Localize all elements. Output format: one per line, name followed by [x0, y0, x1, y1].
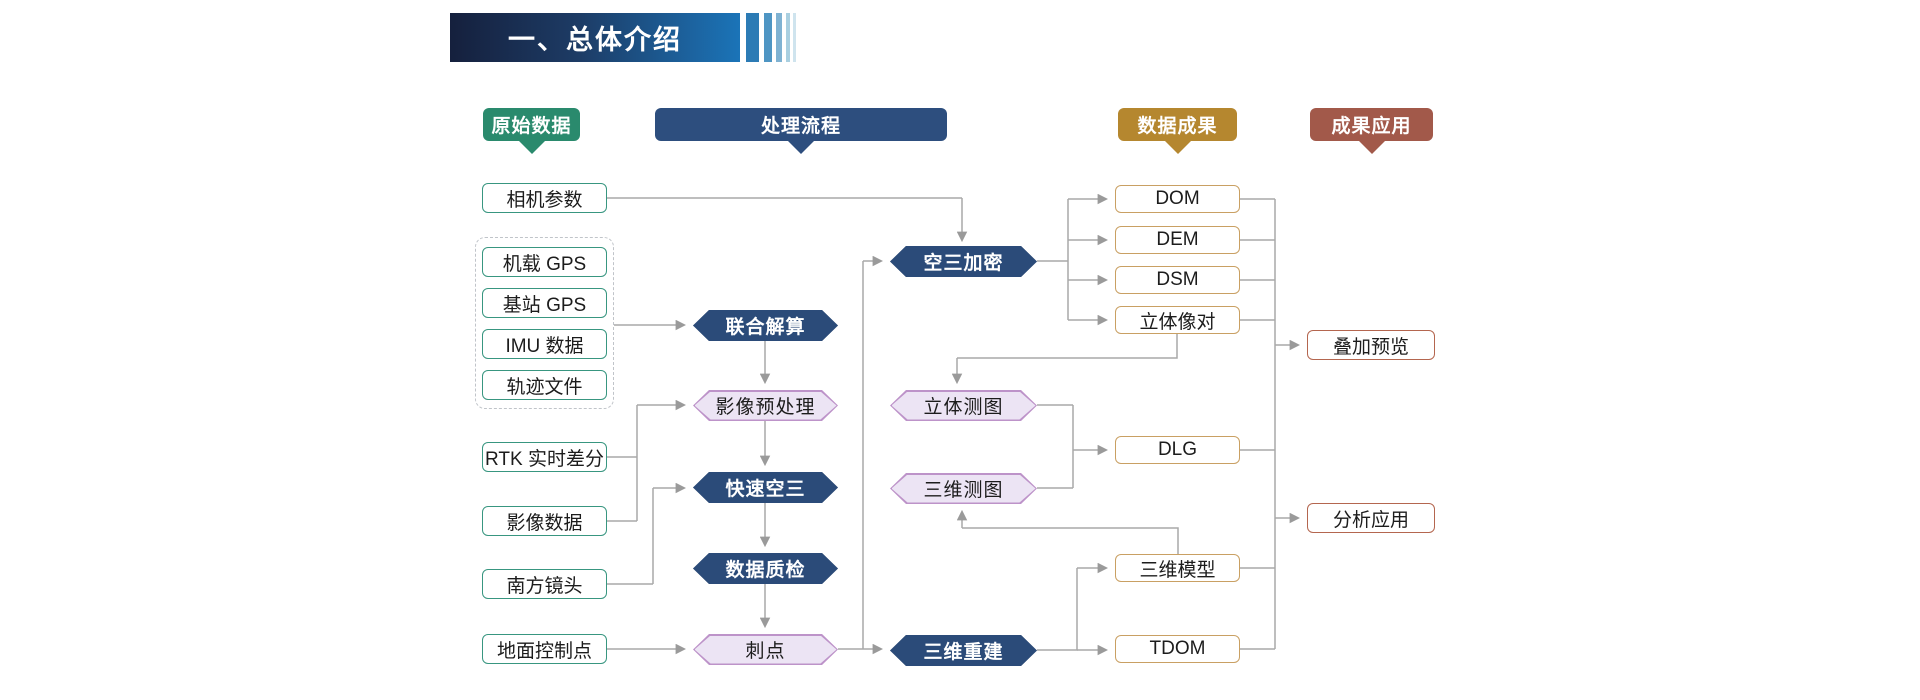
hex-label: 刺点	[695, 636, 837, 664]
node-data-qc: 数据质检	[693, 553, 838, 584]
column-header-label: 原始数据	[491, 116, 572, 137]
node-gcp: 地面控制点	[482, 634, 607, 664]
gps-group-box	[475, 237, 614, 409]
node-overlay-preview: 叠加预览	[1307, 330, 1435, 360]
node-south-lens: 南方镜头	[482, 569, 607, 599]
hex-label: 三维重建	[890, 635, 1037, 666]
node-reconstruction-3d: 三维重建	[890, 635, 1037, 666]
hex-label: 数据质检	[693, 553, 838, 584]
node-at-densification: 空三加密	[890, 246, 1037, 277]
column-header-label: 成果应用	[1331, 116, 1412, 137]
hex-label: 立体测图	[892, 392, 1036, 420]
section-title: 一、总体介绍	[508, 25, 682, 55]
node-stereo-pair: 立体像对	[1115, 306, 1240, 334]
node-mapping-3d: 三维测图	[890, 473, 1037, 504]
node-fast-at: 快速空三	[693, 472, 838, 503]
node-rtk: RTK 实时差分	[482, 442, 607, 472]
node-airborne-gps: 机载 GPS	[482, 247, 607, 277]
hex-label: 快速空三	[693, 472, 838, 503]
column-header-results: 数据成果	[1118, 108, 1237, 141]
banner-stripe	[746, 13, 759, 62]
hex-label: 空三加密	[890, 246, 1037, 277]
banner-stripe	[793, 13, 796, 62]
banner-stripe	[786, 13, 790, 62]
node-camera-params: 相机参数	[482, 183, 607, 213]
node-stereo-mapping: 立体测图	[890, 390, 1037, 421]
node-tdom: TDOM	[1115, 635, 1240, 663]
section-title-banner: 一、总体介绍	[450, 13, 740, 62]
node-dlg: DLG	[1115, 436, 1240, 464]
node-image-preprocess: 影像预处理	[693, 390, 838, 421]
node-image-data: 影像数据	[482, 506, 607, 536]
node-analysis-app: 分析应用	[1307, 503, 1435, 533]
column-header-process: 处理流程	[655, 108, 947, 141]
node-point-pricking: 刺点	[693, 634, 838, 665]
column-header-raw-data: 原始数据	[483, 108, 580, 141]
node-joint-solution: 联合解算	[693, 310, 838, 341]
node-base-gps: 基站 GPS	[482, 288, 607, 318]
banner-stripe	[764, 13, 772, 62]
column-header-applications: 成果应用	[1310, 108, 1433, 141]
banner-stripe	[776, 13, 782, 62]
node-dem: DEM	[1115, 226, 1240, 254]
column-header-label: 数据成果	[1137, 116, 1218, 137]
hex-label: 影像预处理	[695, 392, 837, 420]
node-dom: DOM	[1115, 185, 1240, 213]
hex-label: 三维测图	[892, 475, 1036, 503]
node-model-3d: 三维模型	[1115, 554, 1240, 582]
node-track-file: 轨迹文件	[482, 370, 607, 400]
node-dsm: DSM	[1115, 266, 1240, 294]
node-imu-data: IMU 数据	[482, 329, 607, 359]
column-header-label: 处理流程	[760, 116, 841, 137]
hex-label: 联合解算	[693, 310, 838, 341]
